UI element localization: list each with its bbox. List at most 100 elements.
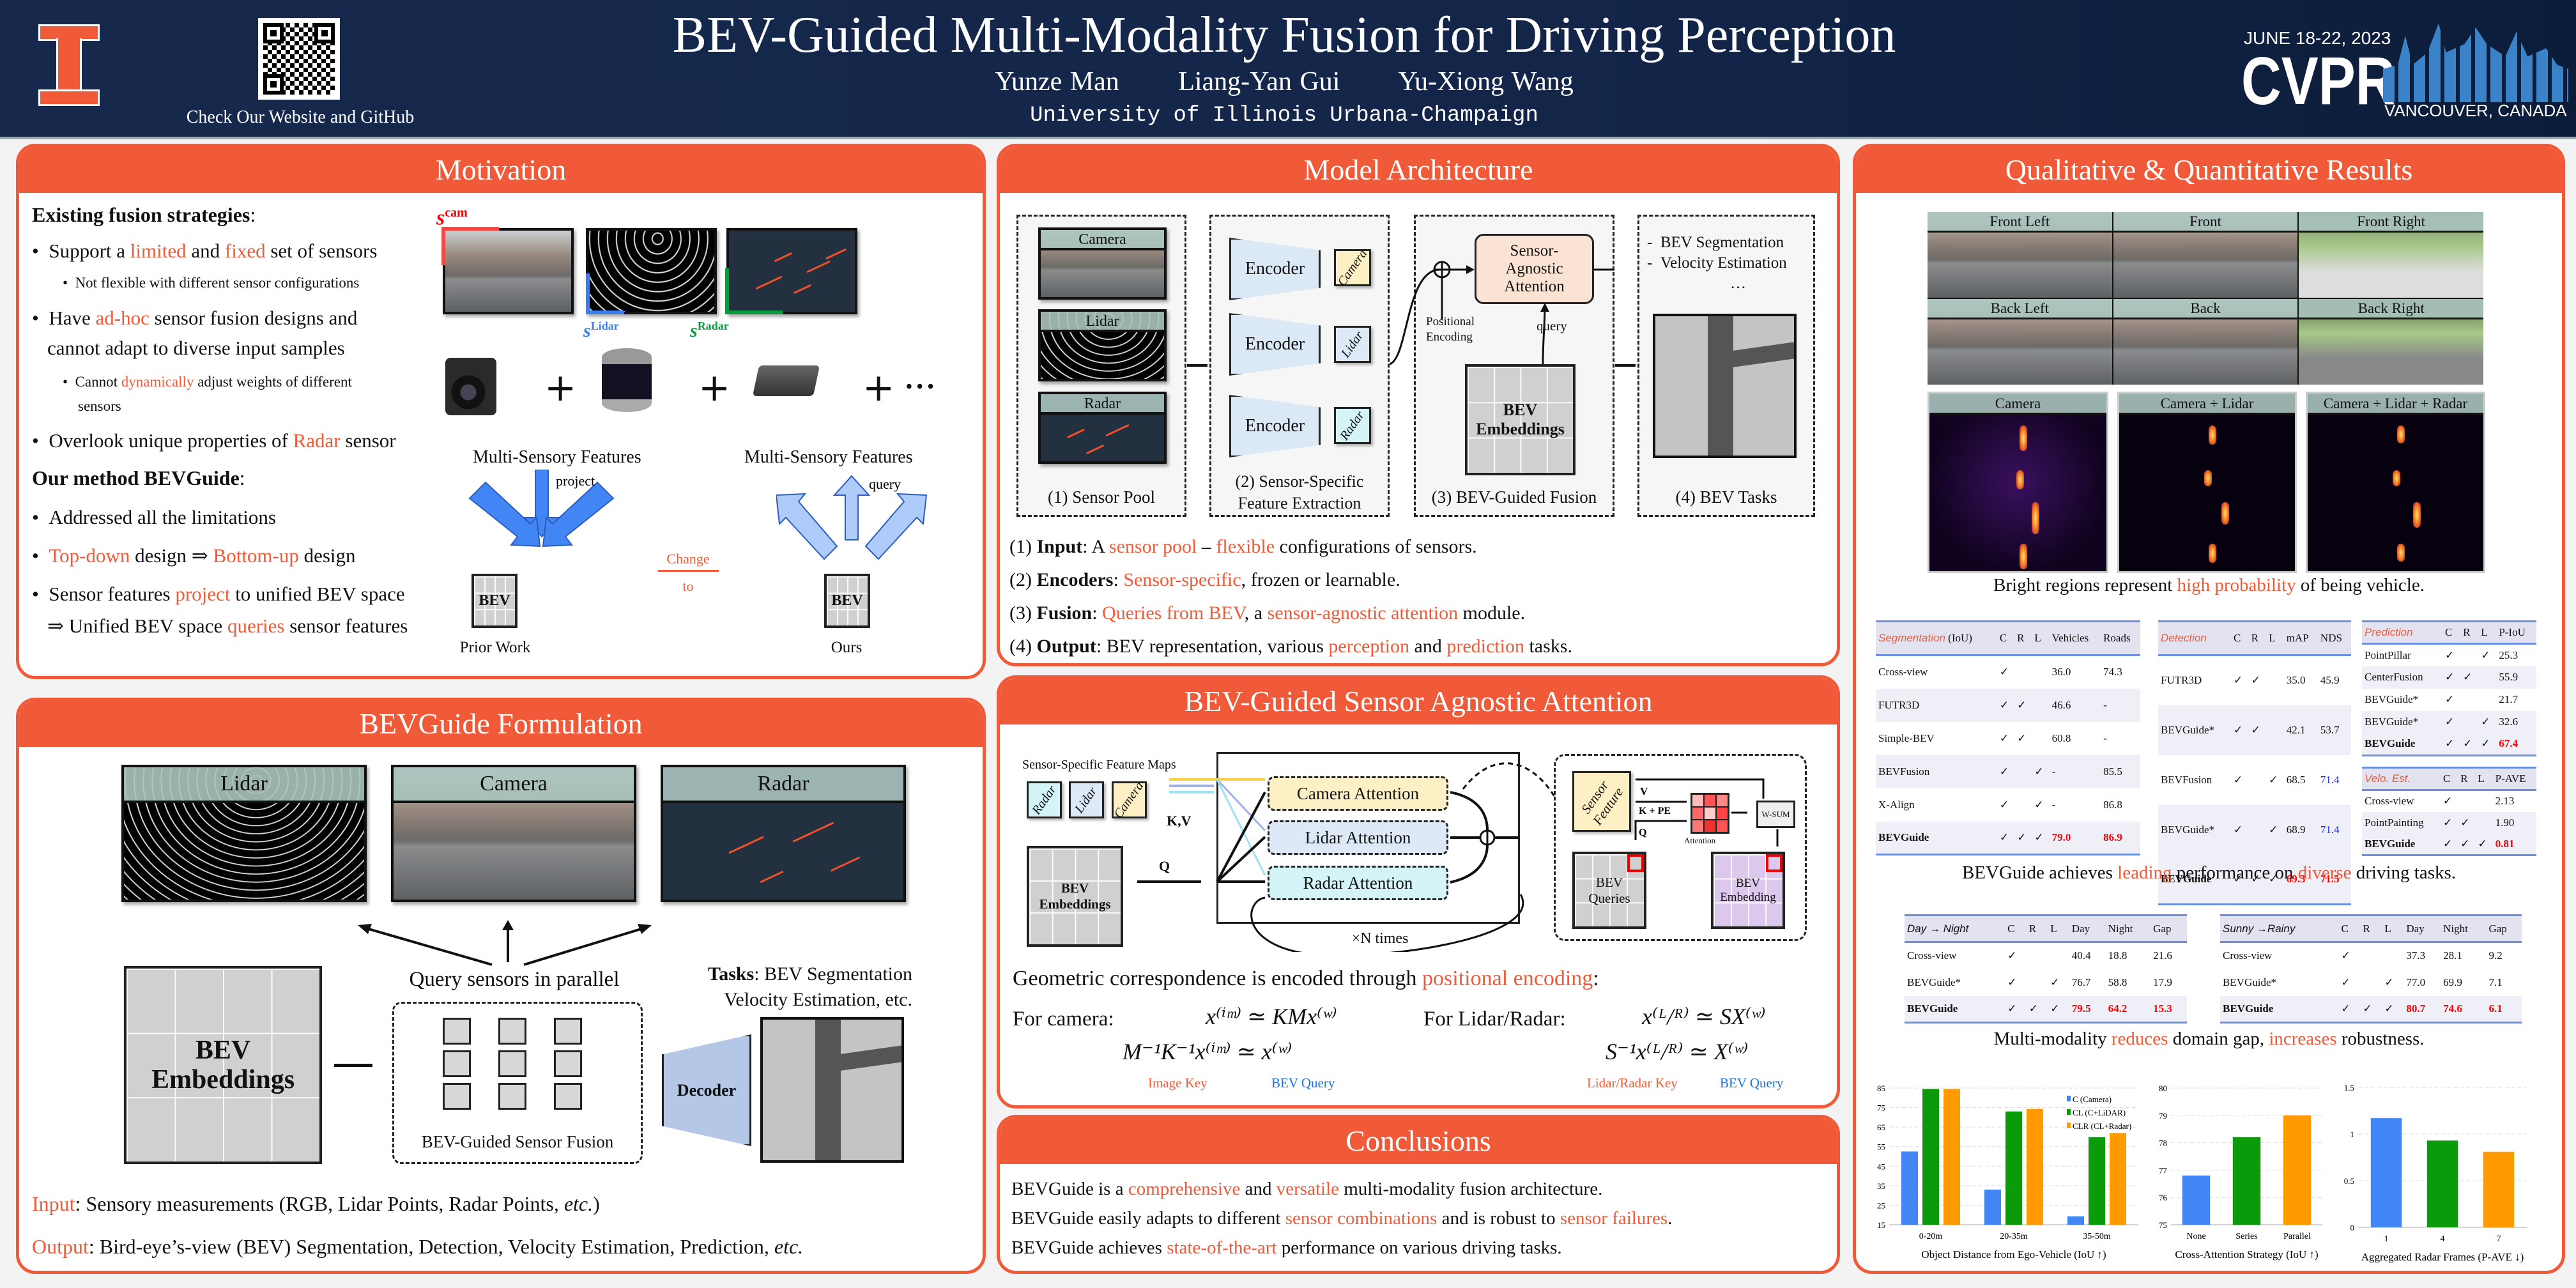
column-header: P-AVE — [2492, 767, 2536, 791]
sensor-check: ✓ — [2034, 798, 2044, 811]
sensor-check — [2032, 656, 2049, 689]
sensor-check: ✓ — [2441, 833, 2458, 855]
sensor-check: ✓ — [2338, 995, 2361, 1023]
lidar-radar-key-label: Lidar/Radar Key — [1587, 1075, 1678, 1091]
sensor-check — [2032, 688, 2050, 722]
method-name: X-Align — [1878, 798, 1915, 811]
sensor-check: ✓ — [2360, 995, 2382, 1023]
map-camera: Camera — [1111, 779, 1147, 821]
sensor-check — [2014, 788, 2032, 822]
column-header: R — [2360, 915, 2382, 943]
metric-value: 64.2 — [2105, 995, 2151, 1023]
table-row: BEVGuide✓✓✓67.4 — [2362, 733, 2536, 756]
wsum-block: W-SUM — [1756, 801, 1795, 828]
sensor-check — [2460, 644, 2478, 666]
metric-value: 9.2 — [2488, 949, 2503, 962]
sensor-check: ✓ — [2478, 733, 2497, 756]
decoder-block: Decoder — [662, 1034, 751, 1146]
detail-connectors: V K + PE Q — [1634, 778, 1779, 847]
repeat-label: ×N times — [1351, 930, 1409, 947]
sensor-check — [2478, 689, 2496, 711]
lidar-attention: Lidar Attention — [1268, 820, 1448, 855]
y-tick-label: 79 — [2159, 1111, 2167, 1121]
camera-equation: x⁽ⁱᵐ⁾ ≃ KMx⁽ʷ⁾ — [1206, 1004, 1337, 1029]
arrow-right-icon — [334, 1064, 372, 1067]
sensor-check — [2249, 755, 2267, 805]
task-item: … — [1730, 275, 1746, 292]
camera-device-icon — [445, 358, 496, 415]
author: Liang-Yan Gui — [1178, 67, 1340, 96]
bev-queries: BEV Queries — [1572, 852, 1646, 929]
arrow-right-icon — [1187, 364, 1208, 367]
bar — [2182, 1175, 2211, 1225]
method-name: Cross-view — [1878, 666, 1928, 678]
lidar-axis-arrow-icon — [586, 310, 624, 314]
sensor-check: ✓ — [2475, 833, 2493, 855]
column-header: L — [2475, 767, 2493, 791]
metric-value: 45.9 — [2320, 674, 2340, 687]
metric-value: 68.5 — [2286, 773, 2306, 786]
camera-views-grid: Front Left Front Front Right Back Left B… — [1928, 212, 2483, 385]
ours-label: Ours — [831, 639, 862, 656]
conference-dates: JUNE 18-22, 2023 — [2244, 28, 2391, 48]
lidar-radar-equation: x⁽ᴸ/ᴿ⁾ ≃ SX⁽ʷ⁾ — [1642, 1004, 1766, 1029]
step: (4) Output: BEV representation, various … — [1009, 636, 1572, 657]
x-tick-label: 0-20m — [1919, 1232, 1943, 1241]
bev-embeddings: BEV Embeddings — [1027, 846, 1123, 947]
y-tick-label: 45 — [1877, 1162, 1885, 1171]
metric-value: 86.9 — [2101, 821, 2140, 855]
bev-query-label: BEV Query — [1720, 1075, 1784, 1091]
column-header: NDS — [2317, 621, 2351, 656]
sensor-check: ✓ — [1999, 798, 2009, 811]
table-row: Cross-view✓2.13 — [2362, 790, 2536, 812]
x-tick-label: Parallel — [2283, 1232, 2311, 1241]
y-tick-label: 1 — [2350, 1130, 2355, 1139]
attention-label: Attention — [1684, 836, 1716, 845]
table-row: BEVFusion✓✓-85.5 — [1876, 755, 2140, 788]
bev-map-output — [760, 1017, 904, 1163]
table-task-header: Day → Night — [1905, 915, 2005, 943]
decoder-label: Decoder — [677, 1080, 737, 1100]
sensor-check: ✓ — [2442, 666, 2461, 689]
feature-radar: Radar — [1334, 407, 1371, 444]
y-tick-label: 65 — [1877, 1123, 1885, 1132]
query-label: query — [869, 476, 901, 492]
author: Yu-Xiong Wang — [1398, 67, 1574, 96]
column-header: C — [2231, 621, 2249, 656]
y-tick-label: 75 — [2159, 1220, 2167, 1230]
sensor-check — [2460, 689, 2478, 711]
sensor-check: ✓ — [2032, 755, 2050, 788]
bar — [2370, 1118, 2402, 1227]
column-header: Vehicles — [2049, 621, 2101, 656]
column-header: C — [2442, 621, 2461, 645]
cam-axis-arrow-icon — [441, 227, 499, 231]
metric-value: - — [2101, 688, 2140, 722]
legend-swatch — [2067, 1123, 2071, 1128]
x-tick-label: Series — [2235, 1232, 2257, 1241]
metric-value: 67.4 — [2496, 733, 2536, 756]
metric-value: 25.3 — [2499, 648, 2518, 661]
positional-encoding-label: Positional Encoding — [1426, 315, 1475, 344]
column-header: Gap — [2486, 915, 2522, 943]
metric-value: 35.0 — [2286, 674, 2306, 687]
method-name: BEVGuide* — [2158, 804, 2232, 855]
feature-lidar: Lidar — [1334, 326, 1371, 363]
sub-bullet: • Not flexible with different sensor con… — [63, 275, 360, 291]
metric-value: 42.1 — [2283, 705, 2318, 755]
lidar-axis-arrow-icon — [586, 273, 590, 313]
metric-value: 68.9 — [2283, 804, 2318, 855]
svg-text:project: project — [556, 473, 595, 489]
prior-work-label: Prior Work — [459, 639, 531, 656]
y-tick-label: 25 — [1877, 1200, 1885, 1210]
y-tick-label: 77 — [2159, 1165, 2168, 1175]
task-item: - Velocity Estimation — [1647, 254, 1787, 272]
qr-code[interactable] — [258, 18, 340, 100]
sensor-check — [2248, 804, 2267, 855]
column-header: L — [2266, 621, 2284, 656]
bar — [2005, 1111, 2022, 1225]
